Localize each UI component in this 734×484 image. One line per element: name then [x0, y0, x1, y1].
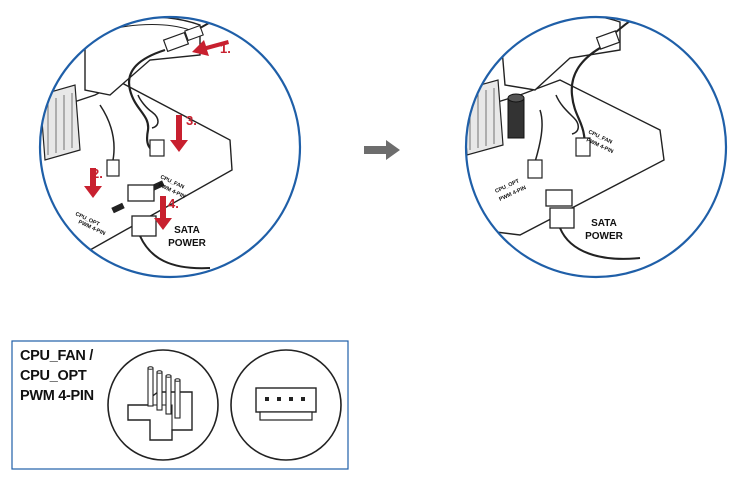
- step-4-label: 4.: [168, 196, 179, 211]
- left-detail-circle: 1. 3. 2. 4. CPU_FAN PWM 4-PIN CPU_OPT PW…: [38, 15, 302, 279]
- left-power-label: POWER: [168, 238, 207, 249]
- right-detail-circle: CPU_FAN PWM 4-PIN CPU_OPT PWM 4-PIN SATA…: [464, 15, 728, 279]
- step-1-label: 1.: [220, 41, 231, 56]
- right-motherboard-scene: [466, 17, 665, 260]
- transition-arrow-icon: [364, 140, 400, 160]
- left-circle-outline: [38, 15, 302, 279]
- left-step-arrows: [84, 40, 229, 230]
- legend-line-3: PWM 4-PIN: [20, 388, 94, 404]
- step-2-label: 2.: [92, 166, 103, 181]
- right-circle-outline: [464, 15, 728, 279]
- step-3-label: 3.: [186, 113, 197, 128]
- right-sata-label: SATA: [591, 218, 617, 229]
- legend-line-1: CPU_FAN /: [20, 348, 94, 364]
- right-power-label: POWER: [585, 231, 624, 242]
- pin-header-side-view-icon: [107, 349, 219, 461]
- left-motherboard-scene: [40, 17, 241, 270]
- legend-title: CPU_FAN / CPU_OPT PWM 4-PIN: [20, 346, 110, 406]
- legend-line-2: CPU_OPT: [20, 368, 87, 384]
- pin-header-top-view-icon: [230, 349, 342, 461]
- left-sata-label: SATA: [174, 225, 200, 236]
- legend-box: [11, 340, 349, 470]
